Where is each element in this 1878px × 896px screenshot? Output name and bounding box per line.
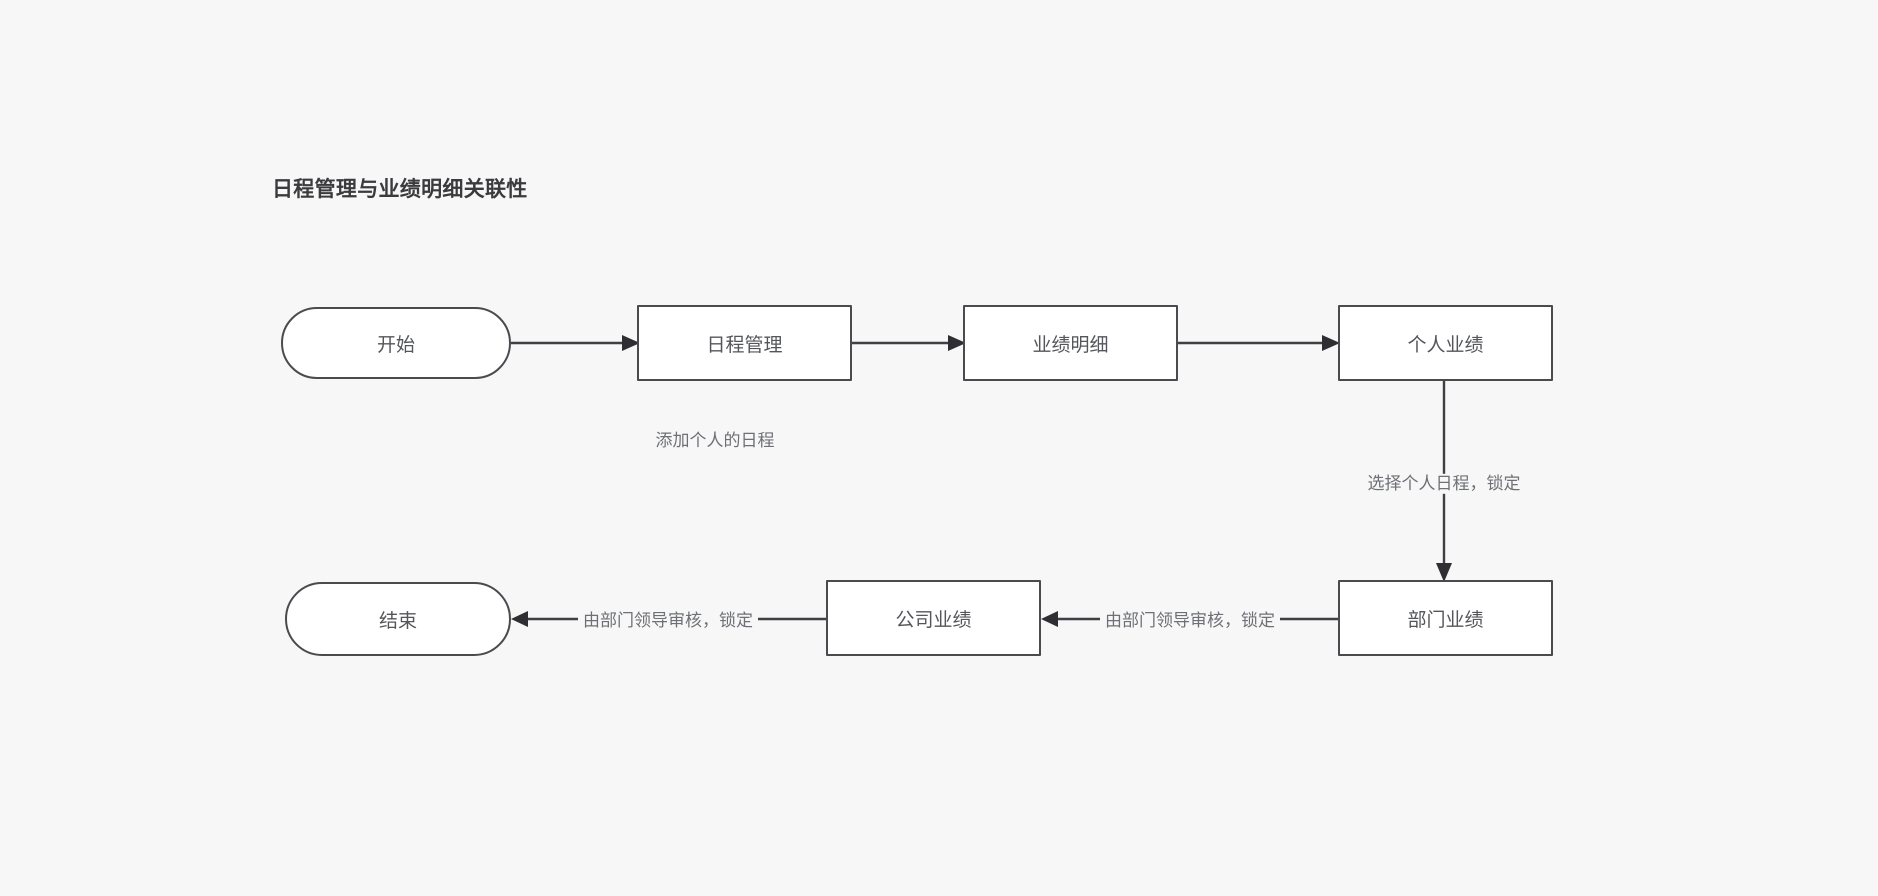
edge-start-to-schedule bbox=[511, 335, 640, 351]
node-company-performance[interactable]: 公司业绩 bbox=[826, 580, 1041, 656]
node-department-performance-label: 部门业绩 bbox=[1407, 609, 1484, 631]
edge-label-dept-leader-review-lock-1: 由部门领导审核，锁定 bbox=[1100, 610, 1280, 632]
node-schedule-management[interactable]: 日程管理 bbox=[637, 305, 852, 381]
edge-personal-to-department bbox=[1436, 381, 1452, 582]
node-department-performance[interactable]: 部门业绩 bbox=[1338, 580, 1553, 656]
edge-label-select-personal-schedule-lock: 选择个人日程，锁定 bbox=[1362, 473, 1526, 495]
edge-label-add-personal-schedule: 添加个人的日程 bbox=[650, 430, 780, 452]
node-personal-performance[interactable]: 个人业绩 bbox=[1338, 305, 1553, 381]
node-personal-performance-label: 个人业绩 bbox=[1407, 334, 1484, 356]
page-title: 日程管理与业绩明细关联性 bbox=[272, 178, 528, 201]
node-schedule-management-label: 日程管理 bbox=[706, 334, 783, 356]
edge-perf-detail-to-personal bbox=[1178, 335, 1340, 351]
edge-schedule-to-perf-detail bbox=[852, 335, 966, 351]
node-performance-detail[interactable]: 业绩明细 bbox=[963, 305, 1178, 381]
edge-label-dept-leader-review-lock-2: 由部门领导审核，锁定 bbox=[578, 610, 758, 632]
node-end-label: 结束 bbox=[378, 610, 417, 632]
node-company-performance-label: 公司业绩 bbox=[895, 609, 972, 631]
node-start-label: 开始 bbox=[376, 334, 415, 356]
node-performance-detail-label: 业绩明细 bbox=[1032, 334, 1109, 356]
node-end[interactable]: 结束 bbox=[285, 582, 511, 656]
node-start[interactable]: 开始 bbox=[281, 307, 511, 379]
